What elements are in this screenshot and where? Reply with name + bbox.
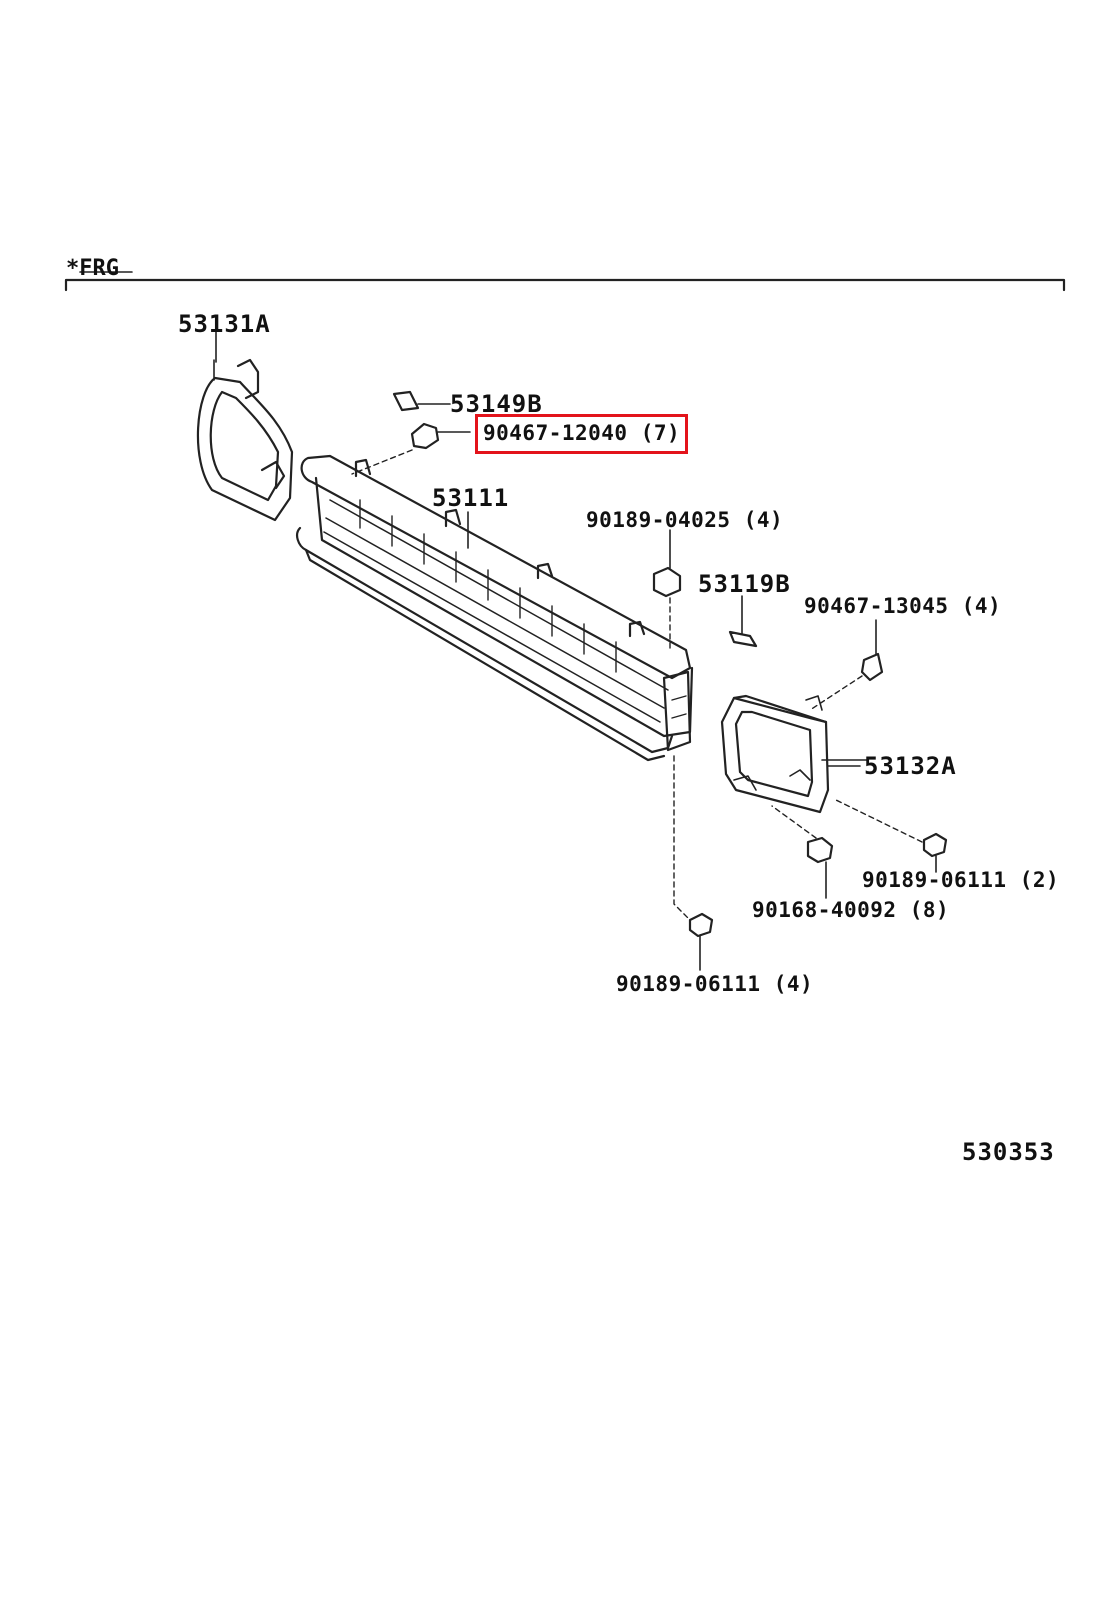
nut-90189-06111-4-shape [688, 912, 714, 938]
highlight-box [475, 414, 688, 454]
dashed-90189-06111-2 [835, 799, 923, 843]
left-bracket-part-shape [196, 329, 294, 522]
part-label-90189-06111-4[interactable]: 90189-06111 (4) [616, 972, 814, 996]
part-label-90467-12040[interactable]: 90467-12040 (7) [483, 421, 681, 445]
part-label-53111[interactable]: 53111 [432, 484, 510, 512]
section-bracket-line [64, 278, 1066, 292]
nut-90189-06111-2-shape [922, 832, 948, 858]
clip-53149b-shape [392, 390, 420, 412]
dashed-90189-06111-4 [673, 755, 691, 921]
part-label-53119b[interactable]: 53119B [698, 570, 791, 598]
nut-90189-04025-shape [652, 566, 682, 598]
clip-53119b-shape [728, 630, 758, 648]
clip-90467-13045-shape [860, 652, 884, 682]
part-label-90168-40092[interactable]: 90168-40092 (8) [752, 898, 950, 922]
part-label-90189-06111-2[interactable]: 90189-06111 (2) [862, 868, 1060, 892]
section-label: *FRG [66, 256, 119, 281]
screw-90168-40092-shape [806, 836, 834, 864]
dashed-90467-13045 [809, 675, 863, 711]
part-label-90467-13045[interactable]: 90467-13045 (4) [804, 594, 1002, 618]
part-label-53132a[interactable]: 53132A [864, 752, 957, 780]
dashed-90467-12040 [351, 449, 413, 475]
figure-id: 530353 [962, 1138, 1055, 1166]
part-label-53149b[interactable]: 53149B [450, 390, 543, 418]
part-label-90189-04025[interactable]: 90189-04025 (4) [586, 508, 784, 532]
grille-part-shape [296, 454, 694, 762]
part-label-53131a[interactable]: 53131A [178, 310, 271, 338]
clip-90467-12040-shape [410, 422, 440, 450]
dashed-90168-40092 [771, 805, 817, 839]
right-bracket-part-shape [720, 694, 869, 814]
